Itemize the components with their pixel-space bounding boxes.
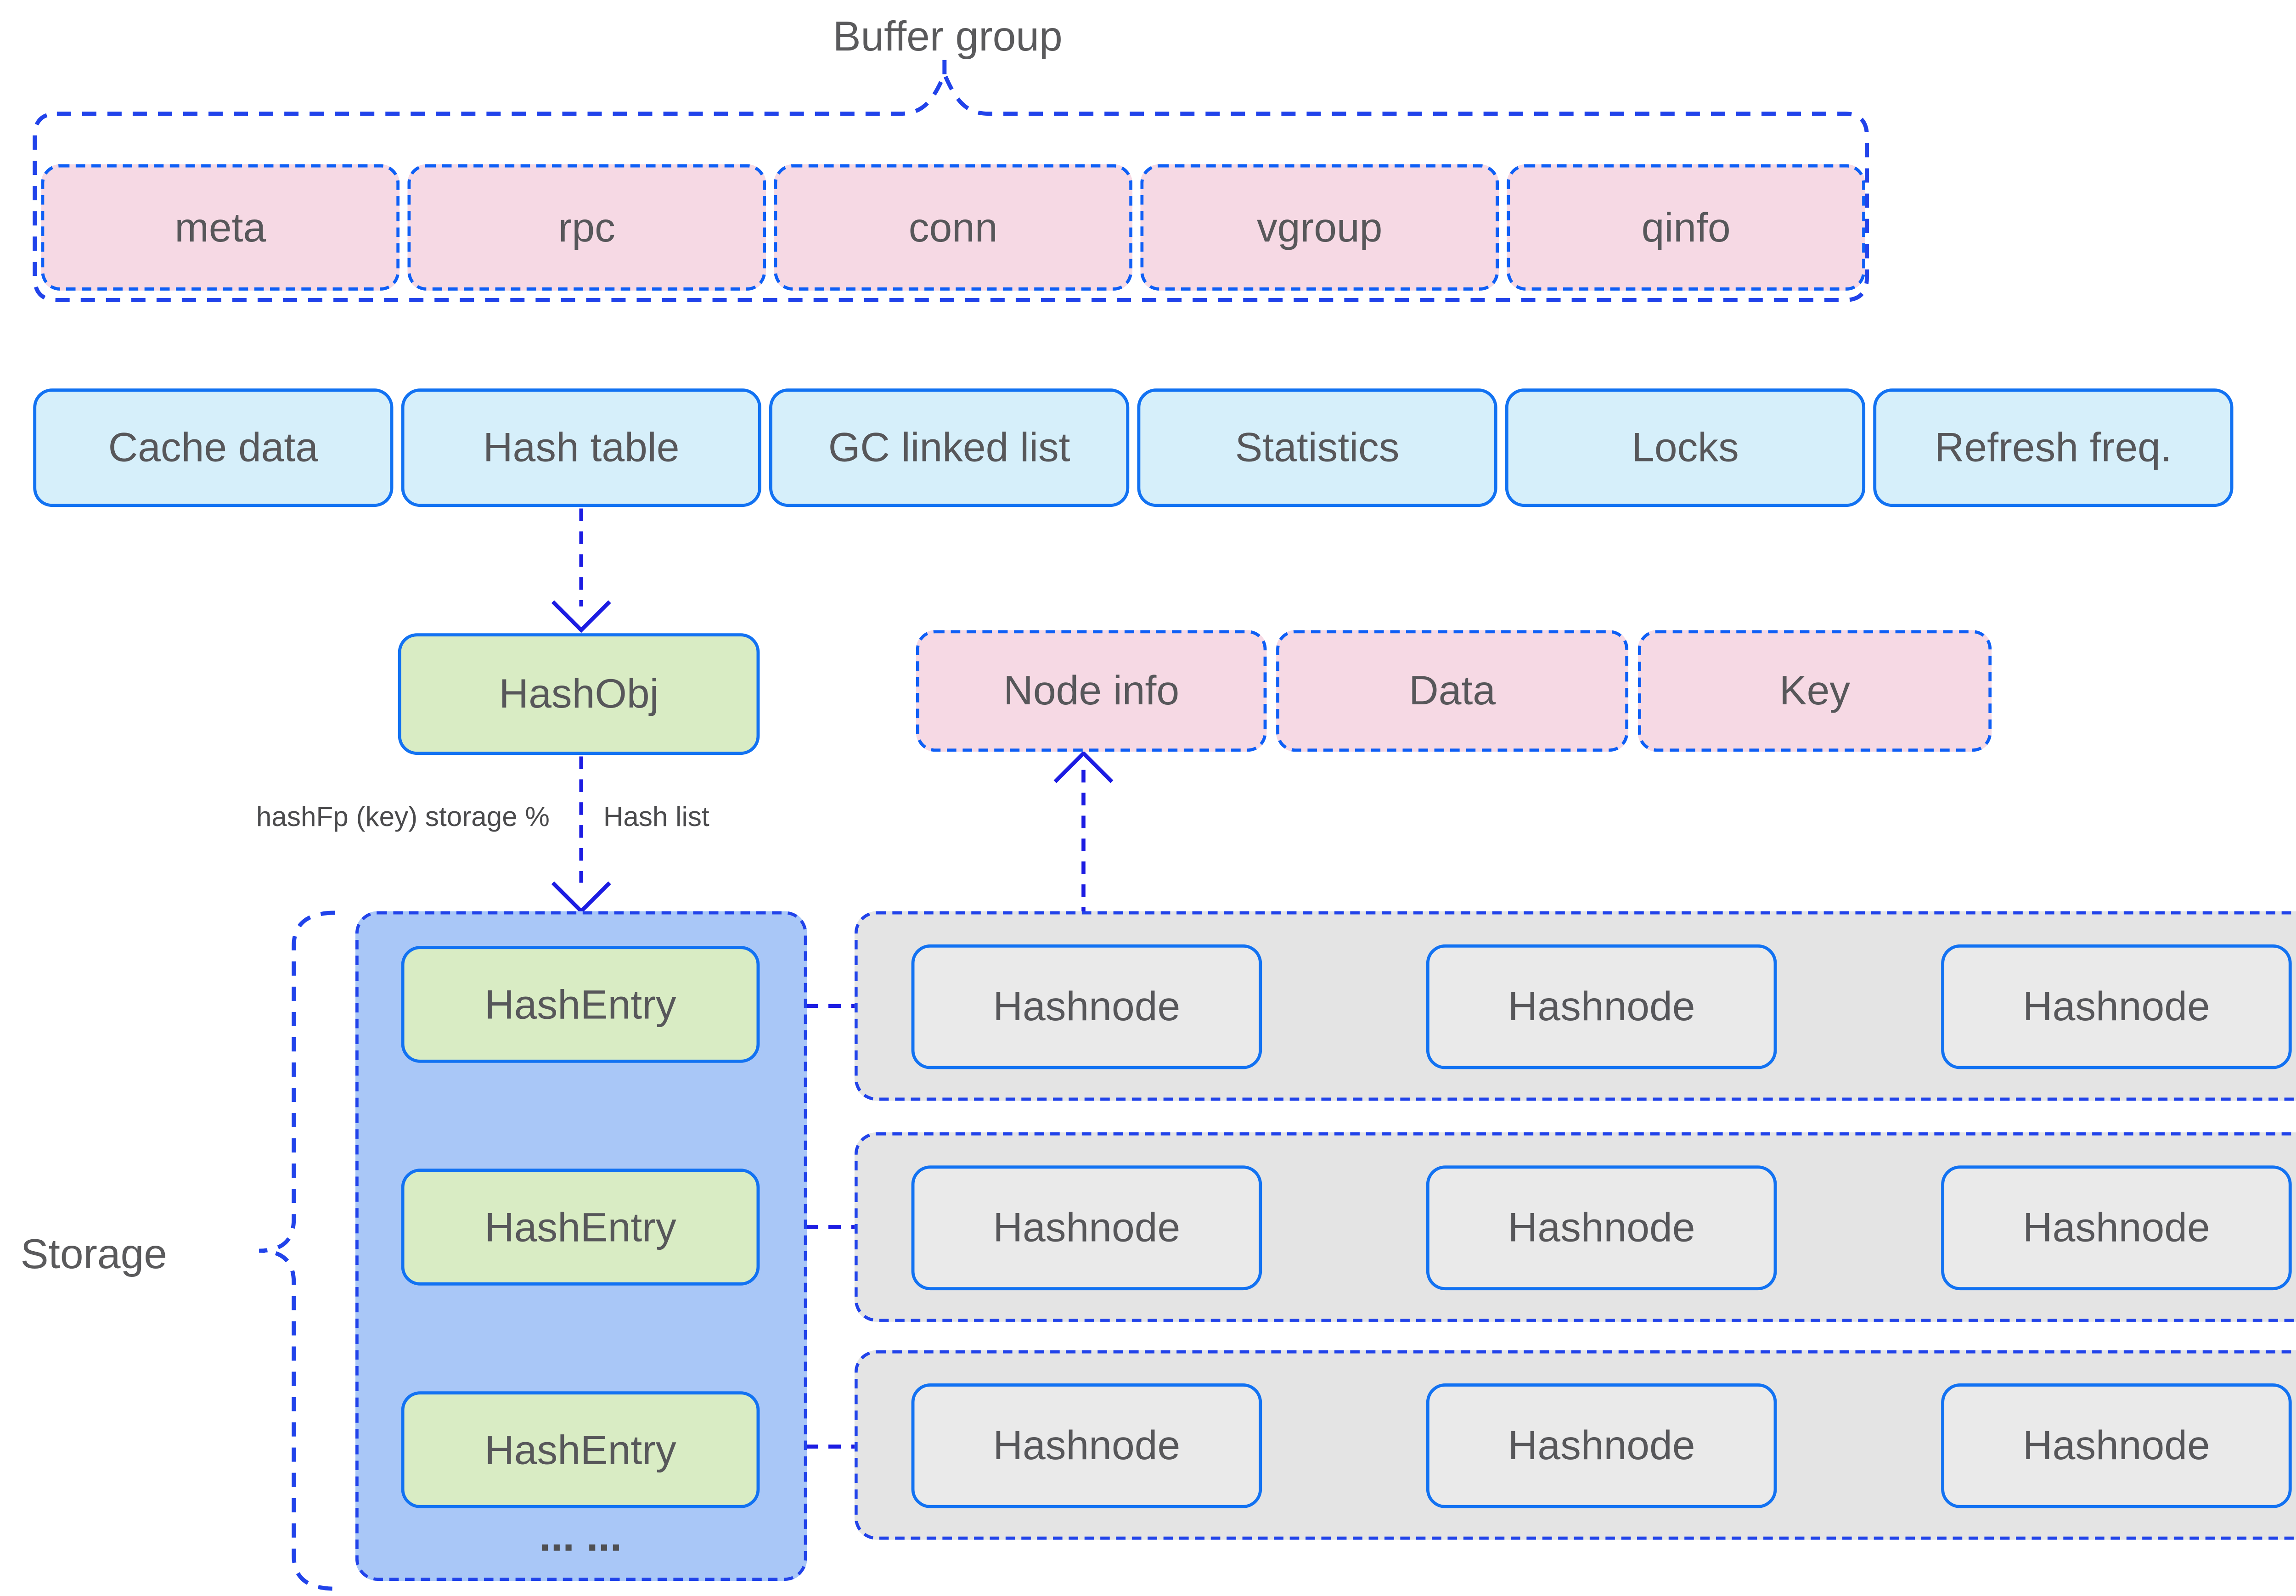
cache-box-statistics: Statistics — [1137, 388, 1497, 507]
hashnode-r2-n3: Hashnode — [1941, 1165, 2292, 1291]
buffer-box-vgroup: vgroup — [1140, 164, 1499, 291]
buffer-group-title: Buffer group — [833, 12, 1063, 60]
hashfp-label: hashFp (key) storage % — [256, 800, 550, 832]
hashnode-r3-n1: Hashnode — [911, 1383, 1262, 1508]
storage-brace — [259, 910, 335, 1591]
hashnode-r3-n2: Hashnode — [1426, 1383, 1777, 1508]
hashobj-box: HashObj — [398, 633, 760, 755]
hashnode-r1-n1: Hashnode — [911, 944, 1262, 1069]
node-info-box: Node info — [916, 630, 1267, 752]
hashnode-r3-n3: Hashnode — [1941, 1383, 2292, 1508]
cache-box-refresh-freq: Refresh freq. — [1873, 388, 2234, 507]
buffer-box-rpc: rpc — [407, 164, 766, 291]
storage-label: Storage — [20, 1230, 167, 1278]
cache-box-gc-linked-list: GC linked list — [769, 388, 1130, 507]
row-2-ellipsis: ··· ··· — [2287, 1202, 2296, 1246]
row-3-ellipsis: ··· ··· — [2287, 1420, 2296, 1464]
row-1-ellipsis: ··· ··· — [2287, 981, 2296, 1025]
key-box: Key — [1638, 630, 1992, 752]
arrowhead-hashnode-to-nodeinfo — [1053, 750, 1114, 783]
cache-box-hash-table: Hash table — [401, 388, 761, 507]
data-box: Data — [1276, 630, 1629, 752]
hash-entry-2: HashEntry — [401, 1169, 760, 1286]
buffer-box-meta: meta — [41, 164, 400, 291]
cache-box-cache-data: Cache data — [33, 388, 394, 507]
hash-entry-1: HashEntry — [401, 946, 760, 1063]
hash-entry-3: HashEntry — [401, 1391, 760, 1508]
buffer-box-conn: conn — [774, 164, 1133, 291]
hash-list-label: Hash list — [603, 800, 709, 832]
hashnode-r2-n1: Hashnode — [911, 1165, 1262, 1291]
hashnode-r2-n2: Hashnode — [1426, 1165, 1777, 1291]
storage-ellipsis: ... ... — [539, 1513, 622, 1561]
buffer-box-qinfo: qinfo — [1507, 164, 1866, 291]
hashnode-r1-n2: Hashnode — [1426, 944, 1777, 1069]
hashnode-r1-n3: Hashnode — [1941, 944, 2292, 1069]
cache-box-locks: Locks — [1505, 388, 1866, 507]
arrowhead-hashtable-to-hashobj — [551, 600, 611, 633]
arrowhead-hashobj-to-storage — [551, 881, 611, 914]
